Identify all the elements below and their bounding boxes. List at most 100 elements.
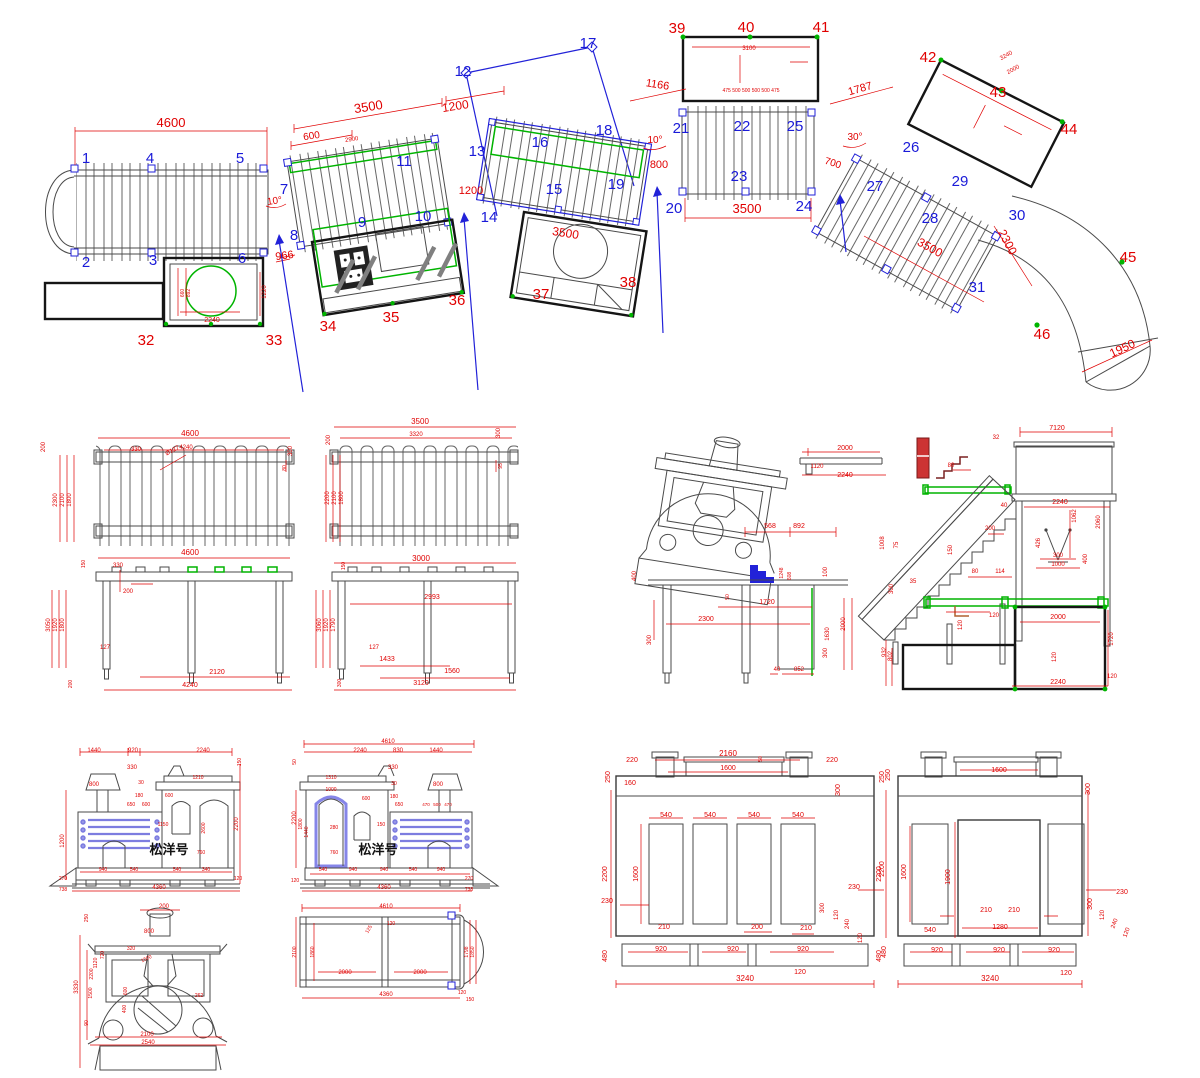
dimension-text: 1720 [759, 599, 775, 606]
part-marker: 5 [236, 150, 244, 167]
plan-walkway-1 [45, 127, 269, 261]
dimension-text: 50 [725, 594, 731, 600]
part-marker: 44 [1061, 121, 1078, 138]
part-marker: 17 [580, 35, 597, 52]
dimension-text: 940 [99, 867, 108, 873]
part-marker: 28 [922, 210, 939, 227]
dimension-text: 300 [1085, 783, 1092, 795]
dimension-text: 2200 [879, 861, 886, 877]
dimension-text: 150 [237, 758, 243, 767]
dimension-text: 920 [1048, 947, 1060, 954]
dimension-text: 1900 [945, 869, 952, 885]
dimension-text: 2000 [338, 970, 352, 976]
dimension-text: 400 [632, 570, 638, 581]
dimension-text: 120 [1123, 926, 1132, 938]
dimension-text: 3500 [411, 417, 429, 426]
plan-walkway-4 [678, 106, 816, 222]
plan-net-39 [680, 34, 820, 103]
dimension-text: 480 [881, 946, 888, 958]
part-marker: 1 [82, 150, 90, 167]
dimension-text: 270 [465, 876, 474, 882]
dimension-text: 150 [341, 562, 347, 571]
dimension-text: 540 [792, 812, 804, 819]
view-train-front [79, 907, 228, 1071]
dimension-text: 2060 [1096, 515, 1102, 529]
dimension-text: 4360 [379, 992, 393, 998]
dimension-text: 120 [1060, 970, 1072, 977]
part-marker: 33 [266, 332, 283, 349]
dimension-text: 1800 [339, 491, 345, 505]
dimension-text: 1600 [901, 864, 908, 880]
part-marker: 10 [415, 208, 432, 225]
dimension-text: 30° [847, 132, 862, 143]
dimension-text: 920 [931, 947, 943, 954]
dimension-text: 127 [100, 645, 111, 651]
dimension-text: 2240 [837, 472, 853, 479]
part-marker: 45 [1120, 249, 1137, 266]
dimension-text: 920 [655, 946, 667, 953]
dimension-text: 114 [995, 569, 1005, 575]
view-train-side-left [48, 748, 241, 892]
door-opening [957, 819, 1041, 937]
dimension-text: 738 [59, 887, 68, 893]
dimension-text: 300 [889, 583, 895, 594]
dimension-text: 10° [647, 135, 662, 146]
dimension-text: 230 [601, 898, 613, 905]
part-marker: 2 [82, 254, 90, 271]
dimension-text: 250 [879, 771, 886, 783]
dimension-text: 330 [131, 447, 142, 453]
dimension-text: 1790 [331, 618, 337, 632]
dimension-text: 3100 [742, 46, 756, 52]
part-marker: 37 [533, 286, 550, 303]
dimension-text: 330 [113, 563, 124, 569]
dimension-text: 2200 [89, 968, 95, 979]
dimension-text: 540 [748, 812, 760, 819]
dimension-text: 470 [444, 802, 452, 807]
part-marker: 13 [469, 143, 486, 160]
dimension-text: 4600 [157, 115, 186, 130]
part-marker: 20 [666, 200, 683, 217]
part-marker: 27 [867, 178, 884, 195]
dimension-text: 470 [422, 802, 430, 807]
dimension-text: 80 [972, 569, 979, 575]
dimension-text: 400 [122, 1005, 128, 1014]
dimension-text: 280 [330, 825, 339, 831]
plan-dim-lines [265, 86, 1033, 303]
plan-house-37 [509, 210, 648, 318]
dimension-text: 540 [130, 867, 139, 873]
plan-net-42 [906, 57, 1066, 189]
dimension-text: 1150 [158, 822, 169, 828]
dimension-text: 150 [377, 822, 386, 828]
dimension-text: 2120 [209, 669, 225, 676]
dimension-text: 540 [704, 812, 716, 819]
view-panel-front-b [885, 751, 1116, 988]
dimension-text: 32 [993, 435, 1000, 441]
dimension-text: 120 [834, 909, 840, 920]
part-marker: 15 [546, 181, 563, 198]
part-marker: 42 [920, 49, 937, 66]
part-marker: 25 [787, 118, 804, 135]
dimension-text: 608 [787, 572, 793, 581]
part-marker: 29 [952, 173, 969, 190]
dimension-text: 160 [624, 780, 636, 787]
dimension-text: 760 [330, 850, 339, 856]
dimension-text: 210 [800, 925, 812, 932]
dimension-text: 1440 [87, 748, 101, 754]
dimension-text: 120 [1100, 909, 1106, 920]
dimension-text: 600 [362, 796, 371, 802]
part-marker: 23 [731, 168, 748, 185]
dimension-text: 180 [390, 794, 399, 800]
dimension-text: 2540 [141, 1040, 155, 1046]
dimension-text: 2000 [837, 445, 853, 452]
dimension-text: 150 [466, 997, 475, 1003]
dimension-text: 720 [100, 951, 106, 960]
dimension-text: 320 [127, 946, 136, 952]
dimension-text: 40 [774, 667, 781, 673]
part-marker: 43 [990, 84, 1007, 101]
part-marker: 3 [149, 252, 157, 269]
part-marker: 7 [280, 181, 288, 198]
platform-railing [1015, 445, 1113, 495]
dimension-text: 800 [89, 782, 100, 788]
dimension-text: 932 [882, 646, 888, 657]
dimension-text: 1600 [720, 765, 736, 772]
